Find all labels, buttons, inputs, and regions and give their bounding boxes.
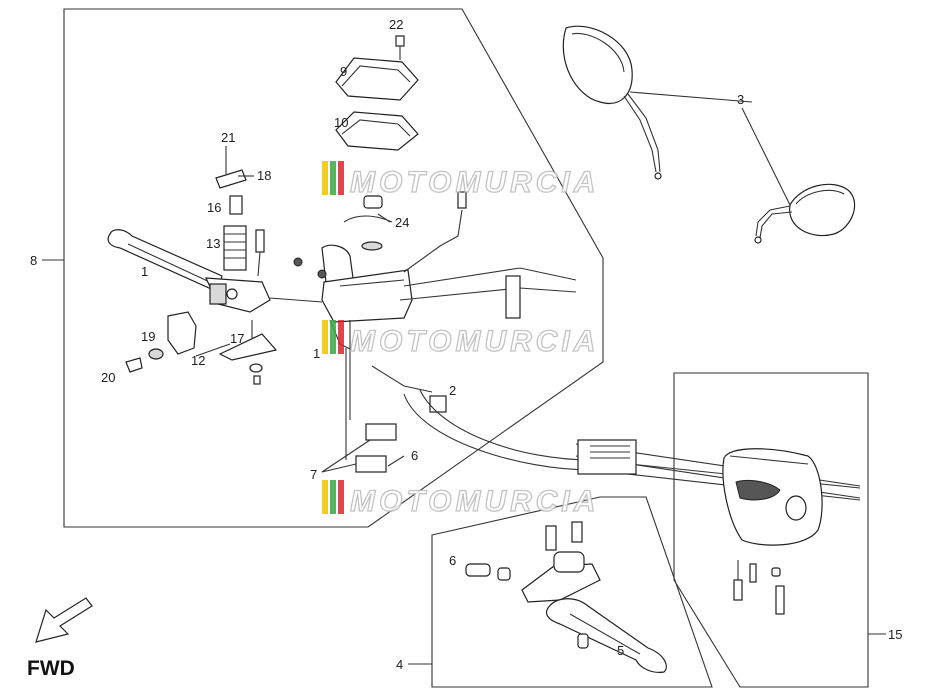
mirror-upper xyxy=(562,25,662,180)
watermark-1: MOTOMURCIA xyxy=(322,161,599,200)
callout-24: 24 xyxy=(395,215,409,230)
callout-18: 18 xyxy=(257,168,271,183)
leader-lines xyxy=(42,91,886,665)
watermark-text: MOTOMURCIA xyxy=(350,166,599,199)
clutch-lever-frame xyxy=(431,496,713,688)
watermark-text: MOTOMURCIA xyxy=(350,325,599,358)
callout-12: 12 xyxy=(191,353,205,368)
callout-2: 2 xyxy=(449,383,456,398)
callout-3: 3 xyxy=(737,92,744,107)
brake-lever xyxy=(107,229,271,313)
callout-22: 22 xyxy=(389,17,403,32)
banjo-fittings xyxy=(345,275,521,473)
pivot-stack xyxy=(215,146,265,277)
callout-6: 6 xyxy=(449,553,456,568)
callout-20: 20 xyxy=(101,370,115,385)
watermark-2: MOTOMURCIA xyxy=(322,320,599,359)
callout-9: 9 xyxy=(340,64,347,79)
reservoir-caps xyxy=(335,35,419,151)
callout-17: 17 xyxy=(230,331,244,346)
lever-blocks xyxy=(125,311,278,385)
callout-1: 1 xyxy=(141,264,148,279)
callout-5: 5 xyxy=(617,643,624,658)
fwd-label: FWD xyxy=(27,657,75,680)
callout-8: 8 xyxy=(30,253,37,268)
callout-10: 10 xyxy=(334,115,348,130)
callout-labels: 1 1 2 3 4 5 6 6 7 8 9 10 12 13 15 16 17 … xyxy=(30,17,902,672)
watermark-text: MOTOMURCIA xyxy=(350,485,599,518)
spring-clip xyxy=(343,195,393,223)
callout-21: 21 xyxy=(221,130,235,145)
handlebar-switch xyxy=(722,448,823,615)
mirror-lower xyxy=(754,183,856,244)
callout-13: 13 xyxy=(206,236,220,251)
left-assembly-frame xyxy=(63,8,604,528)
clutch-lever-assembly xyxy=(465,521,667,673)
switch-frame xyxy=(673,372,869,688)
callout-19: 19 xyxy=(141,329,155,344)
watermark-3: MOTOMURCIA xyxy=(322,480,599,519)
callout-6: 6 xyxy=(411,448,418,463)
callout-4: 4 xyxy=(396,657,403,672)
fwd-arrow xyxy=(35,597,93,643)
callout-16: 16 xyxy=(207,200,221,215)
callout-1: 1 xyxy=(313,346,320,361)
callout-7: 7 xyxy=(310,467,317,482)
callout-15: 15 xyxy=(888,627,902,642)
